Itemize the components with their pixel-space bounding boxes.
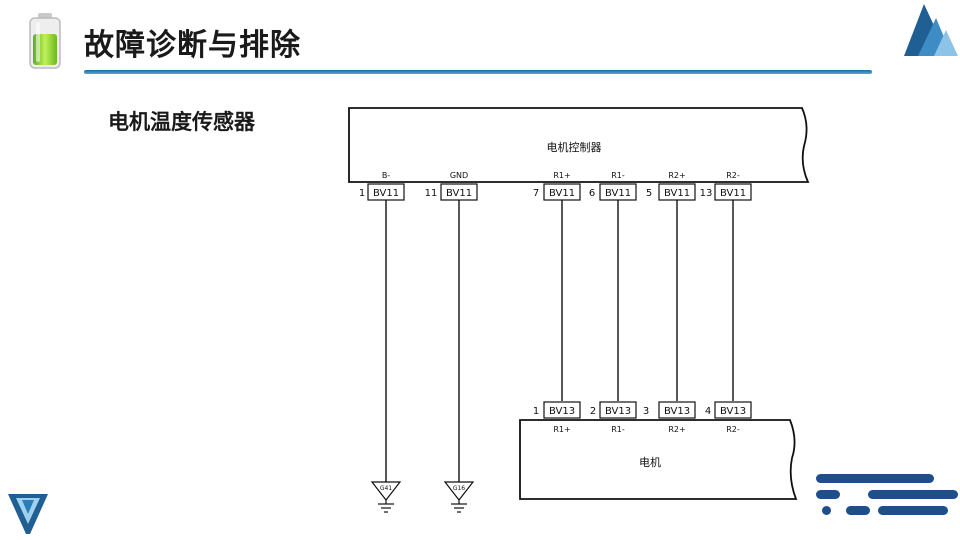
page-title: 故障诊断与排除 — [84, 28, 301, 63]
ctrl-connector-r1-plus: 7 BV11 — [533, 183, 581, 201]
motor-signal-label: R1+ — [553, 425, 570, 434]
ctrl-signal-label: R1+ — [553, 171, 570, 180]
title-divider — [84, 70, 872, 74]
connector-label: BV13 — [664, 406, 690, 417]
pin-number: 3 — [643, 406, 649, 417]
pin-number: 1 — [359, 188, 365, 199]
connector-label: BV11 — [446, 188, 472, 199]
motor-connector-r2-minus: 4 BV13 — [705, 401, 752, 419]
motor-connector-r1-minus: 2 BV13 — [590, 401, 637, 419]
pin-number: 1 — [533, 406, 539, 417]
ctrl-connector-r2-plus: 5 BV11 — [646, 183, 696, 201]
ctrl-connector-b-minus: 1 BV11 — [359, 183, 405, 201]
ctrl-signal-label: R2+ — [668, 171, 685, 180]
battery-icon — [29, 13, 61, 69]
ctrl-connector-r1-minus: 6 BV11 — [589, 183, 637, 201]
ctrl-signal-label: B- — [382, 171, 390, 180]
pin-number: 5 — [646, 188, 652, 199]
ctrl-signal-label: R1- — [611, 171, 625, 180]
ctrl-connector-gnd: 11 BV11 — [425, 183, 478, 201]
motor-label: 电机 — [639, 455, 661, 469]
motor-signal-label: R2- — [726, 425, 740, 434]
motor-signal-label: R1- — [611, 425, 625, 434]
pin-number: 13 — [700, 188, 713, 199]
ctrl-signal-label: GND — [450, 171, 468, 180]
section-subtitle: 电机温度传感器 — [108, 110, 255, 134]
connector-label: BV13 — [605, 406, 631, 417]
controller-box — [348, 107, 810, 183]
connector-label: BV13 — [720, 406, 746, 417]
ground-symbol-g41: G41 — [370, 481, 402, 513]
pin-number: 11 — [425, 188, 438, 199]
pin-number: 7 — [533, 188, 539, 199]
motor-connector-r1-plus: 1 BV13 — [533, 401, 581, 419]
controller-label: 电机控制器 — [547, 140, 602, 154]
ground-label: G41 — [380, 485, 392, 492]
pin-number: 6 — [589, 188, 595, 199]
pin-number: 2 — [590, 406, 596, 417]
ground-symbol-g16: G16 — [443, 481, 475, 513]
connector-label: BV11 — [605, 188, 631, 199]
ctrl-signal-label: R2- — [726, 171, 740, 180]
ctrl-connector-r2-minus: 13 BV11 — [700, 183, 752, 201]
connector-label: BV11 — [720, 188, 746, 199]
motor-box — [519, 419, 798, 500]
v-logo-icon — [8, 494, 48, 534]
motor-connector-r2-plus: 3 BV13 — [643, 401, 696, 419]
ground-label: G16 — [453, 485, 465, 492]
connector-label: BV11 — [373, 188, 399, 199]
mountain-logo-icon — [904, 4, 958, 56]
motor-signal-label: R2+ — [668, 425, 685, 434]
pin-number: 4 — [705, 406, 711, 417]
connector-label: BV13 — [549, 406, 575, 417]
wave-decoration-icon — [816, 474, 958, 515]
connector-label: BV11 — [664, 188, 690, 199]
connector-label: BV11 — [549, 188, 575, 199]
